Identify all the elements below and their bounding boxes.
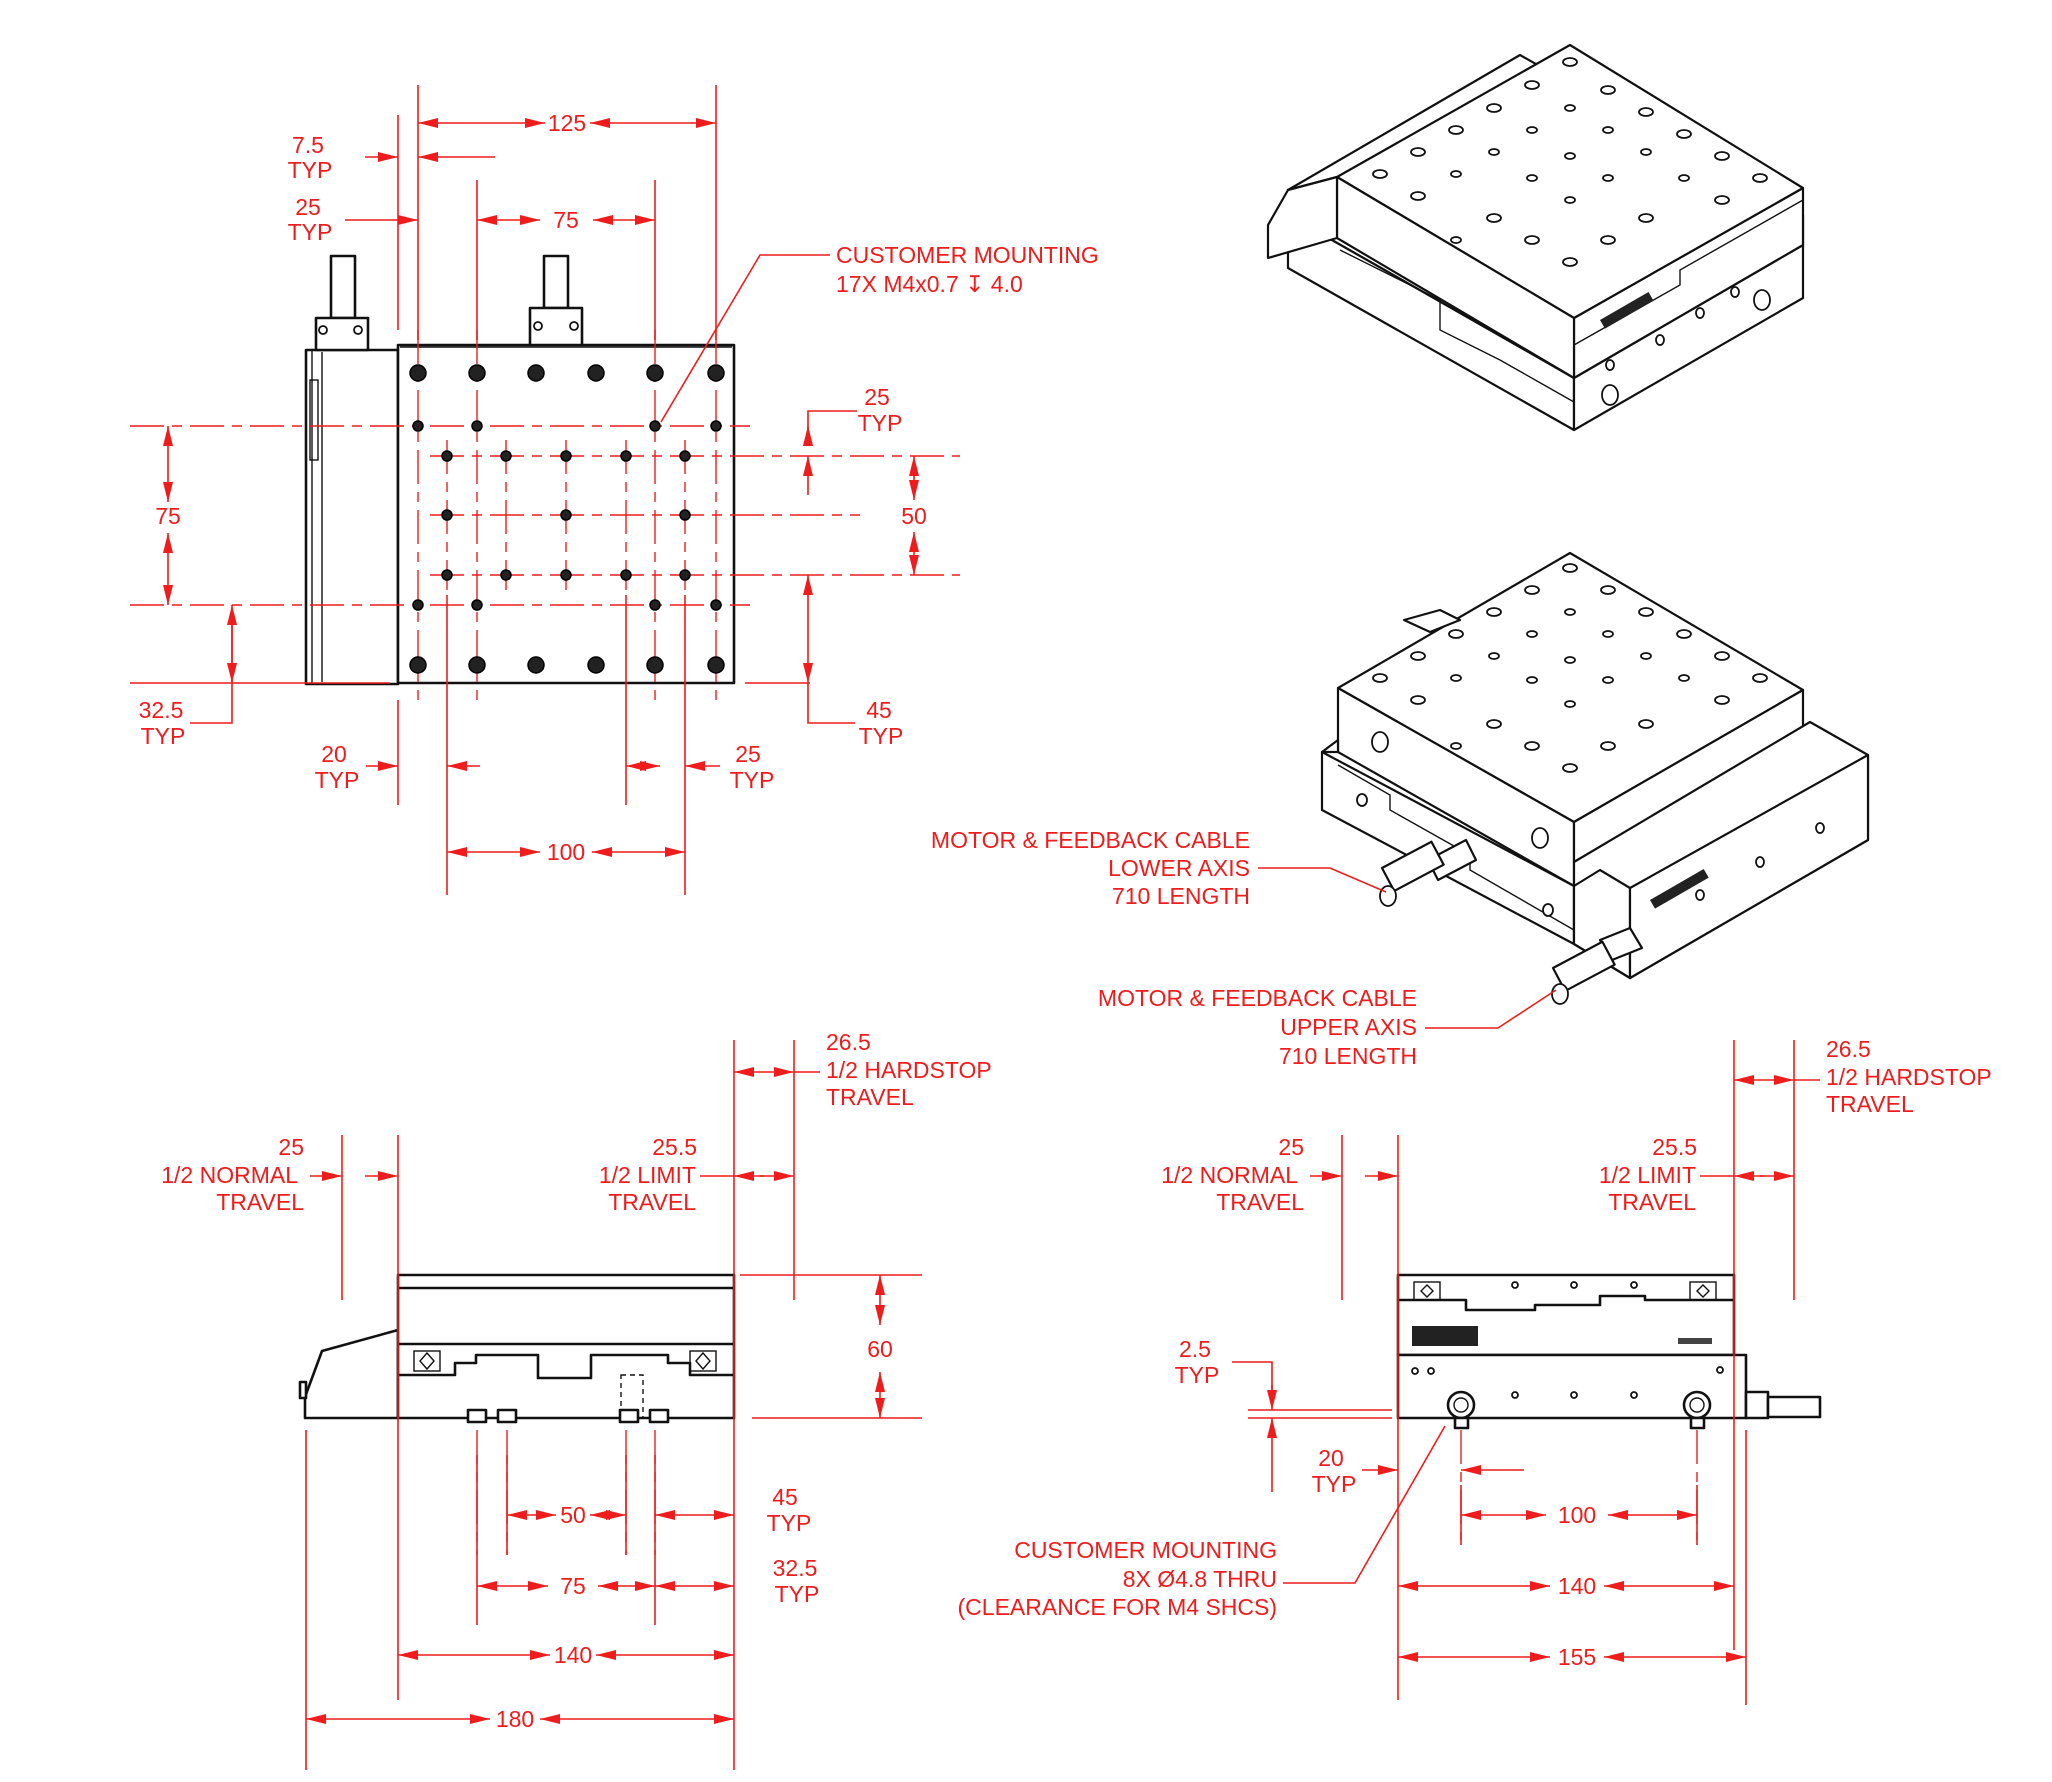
dim-32-5: 32.5 <box>139 697 184 723</box>
front-spacing-75: 75 <box>560 1573 586 1599</box>
dim-125: 125 <box>548 110 586 136</box>
cable-lower-l3: 710 LENGTH <box>1112 883 1250 909</box>
side-limit-l1: 1/2 LIMIT <box>1599 1162 1696 1188</box>
side-20: 20 <box>1318 1445 1344 1471</box>
front-spacing-50: 50 <box>560 1502 586 1528</box>
cable-upper-l3: 710 LENGTH <box>1279 1043 1417 1069</box>
front-height-60: 60 <box>867 1336 893 1362</box>
callout-mounting-top-l2: 17X M4x0.7 ↧ 4.0 <box>836 271 1023 297</box>
side-hardstop-l2: TRAVEL <box>1826 1091 1914 1117</box>
motor-housing-top <box>304 348 400 686</box>
iso-view-lower: MOTOR & FEEDBACK CABLE LOWER AXIS 710 LE… <box>931 551 1870 1069</box>
front-limit-l1: 1/2 LIMIT <box>599 1162 696 1188</box>
front-normal-l1: 1/2 NORMAL <box>161 1162 298 1188</box>
front-normal-value: 25 <box>278 1134 304 1160</box>
front-width-140: 140 <box>554 1642 592 1668</box>
dim-25-typ: TYP <box>288 219 333 245</box>
front-body <box>396 1273 736 1420</box>
cable-lower-l1: MOTOR & FEEDBACK CABLE <box>931 827 1250 853</box>
top-view: 125 7.5 TYP 25 TYP 75 CUSTOMER MOUNTING … <box>130 85 1099 895</box>
front-limit-l2: TRAVEL <box>608 1189 696 1215</box>
dim-32-5-typ: TYP <box>141 723 186 749</box>
front-hardstop-l1: 1/2 HARDSTOP <box>826 1057 992 1083</box>
side-width-155: 155 <box>1558 1644 1596 1670</box>
dim-50-right: 50 <box>901 503 927 529</box>
cable-upper-l1: MOTOR & FEEDBACK CABLE <box>1098 985 1417 1011</box>
side-spacing-100: 100 <box>1558 1502 1596 1528</box>
side-hardstop-l1: 1/2 HARDSTOP <box>1826 1064 1992 1090</box>
callout-side-l3: (CLEARANCE FOR M4 SHCS) <box>958 1594 1277 1620</box>
side-limit-value: 25.5 <box>1652 1134 1697 1160</box>
side-hardstop-value: 26.5 <box>1826 1036 1871 1062</box>
side-2-5: 2.5 <box>1179 1336 1211 1362</box>
dim-20-bottom: 20 <box>321 741 347 767</box>
dim-25-bottom: 25 <box>735 741 761 767</box>
iso1-holes <box>1372 57 1768 267</box>
side-width-140: 140 <box>1558 1573 1596 1599</box>
front-32-5-typ: TYP <box>775 1581 820 1607</box>
dim-25-right-typ: TYP <box>858 410 903 436</box>
iso2-holes <box>1372 563 1768 773</box>
dim-75-top: 75 <box>553 207 579 233</box>
dim-25: 25 <box>295 194 321 220</box>
dim-25-right: 25 <box>864 384 890 410</box>
side-normal-value: 25 <box>1278 1134 1304 1160</box>
side-normal-l2: TRAVEL <box>1216 1189 1304 1215</box>
side-limit-l2: TRAVEL <box>1608 1189 1696 1215</box>
side-20-typ: TYP <box>1312 1471 1357 1497</box>
side-view: 25 1/2 NORMAL TRAVEL 25.5 1/2 LIMIT TRAV… <box>958 1036 1992 1705</box>
front-hardstop-l2: TRAVEL <box>826 1084 914 1110</box>
side-2-5-typ: TYP <box>1175 1362 1220 1388</box>
dim-45-right: 45 <box>866 697 892 723</box>
dim-25-bottom-typ: TYP <box>730 767 775 793</box>
callout-side-l1: CUSTOMER MOUNTING <box>1014 1537 1277 1563</box>
mounting-holes-top <box>409 364 725 674</box>
front-32-5: 32.5 <box>773 1555 818 1581</box>
callout-side-l2: 8X Ø4.8 THRU <box>1123 1566 1277 1592</box>
dim-7-5-typ: TYP <box>288 157 333 183</box>
dim-7-5: 7.5 <box>292 132 324 158</box>
dim-75-left: 75 <box>155 503 181 529</box>
callout-mounting-top-l1: CUSTOMER MOUNTING <box>836 242 1099 268</box>
front-45-typ: TYP <box>767 1510 812 1536</box>
iso-view-upper <box>1266 43 1805 432</box>
dim-100-bottom: 100 <box>547 839 585 865</box>
front-45: 45 <box>772 1484 798 1510</box>
front-normal-l2: TRAVEL <box>216 1189 304 1215</box>
dim-45-right-typ: TYP <box>859 723 904 749</box>
side-normal-l1: 1/2 NORMAL <box>1161 1162 1298 1188</box>
front-width-180: 180 <box>496 1706 534 1732</box>
front-limit-value: 25.5 <box>652 1134 697 1160</box>
front-hardstop-value: 26.5 <box>826 1029 871 1055</box>
cable-upper-l2: UPPER AXIS <box>1280 1014 1417 1040</box>
cable-lower-l2: LOWER AXIS <box>1108 855 1250 881</box>
front-view: 25 1/2 NORMAL TRAVEL 25.5 1/2 LIMIT TRAV… <box>161 1029 992 1770</box>
dim-20-bottom-typ: TYP <box>315 767 360 793</box>
